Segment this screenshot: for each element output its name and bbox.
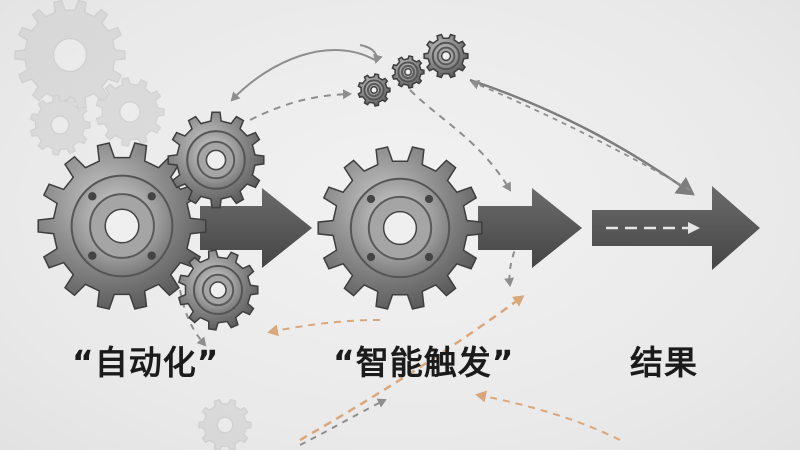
small-gear-top-3-icon: [423, 33, 469, 79]
arrow-trigger-to-result: [478, 188, 582, 268]
arrow-automation-to-trigger: [200, 188, 312, 268]
long-arrow-to-result: [469, 78, 695, 196]
dashed-arrow-down-to-trigger: [409, 89, 512, 192]
label-result: 结果: [630, 343, 698, 382]
orange-dashed-arrow-mid: [267, 319, 381, 337]
curved-arrow-top: [230, 49, 376, 102]
dashed-arrow-return-top: [470, 80, 691, 191]
dashed-arrow-to-small-gears: [249, 89, 352, 121]
faded-gear-2-icon: [29, 94, 91, 156]
large-gear-automation-icon: [37, 142, 207, 310]
label-automation: “自动化”: [72, 343, 220, 382]
faded-gear-1-icon: [14, 0, 126, 111]
orange-dashed-arrow-rise: [299, 295, 525, 442]
top-gear-automation-icon: [167, 111, 265, 209]
large-gear-trigger-icon: [317, 146, 483, 310]
label-smart-trigger: “智能触发”: [333, 343, 515, 382]
bottom-gear-automation-icon: [177, 249, 259, 331]
gray-dashed-arrow-bottom: [299, 398, 387, 446]
faded-gear-4-icon: [198, 398, 252, 450]
orange-dashed-arrow-bottom-right: [475, 390, 621, 441]
arrow-result-dash-head: [688, 222, 700, 234]
faded-gear-3-icon: [95, 77, 165, 147]
faded-gears-background: [14, 0, 252, 450]
connector-arrows: [179, 44, 695, 446]
arrow-result: [592, 186, 760, 270]
gear-cluster: [37, 33, 483, 331]
small-gear-top-2-icon: [391, 55, 425, 89]
curved-arrow-top-return: [359, 44, 383, 64]
flow-arrows: [200, 186, 760, 270]
small-gear-top-1-icon: [357, 73, 391, 107]
